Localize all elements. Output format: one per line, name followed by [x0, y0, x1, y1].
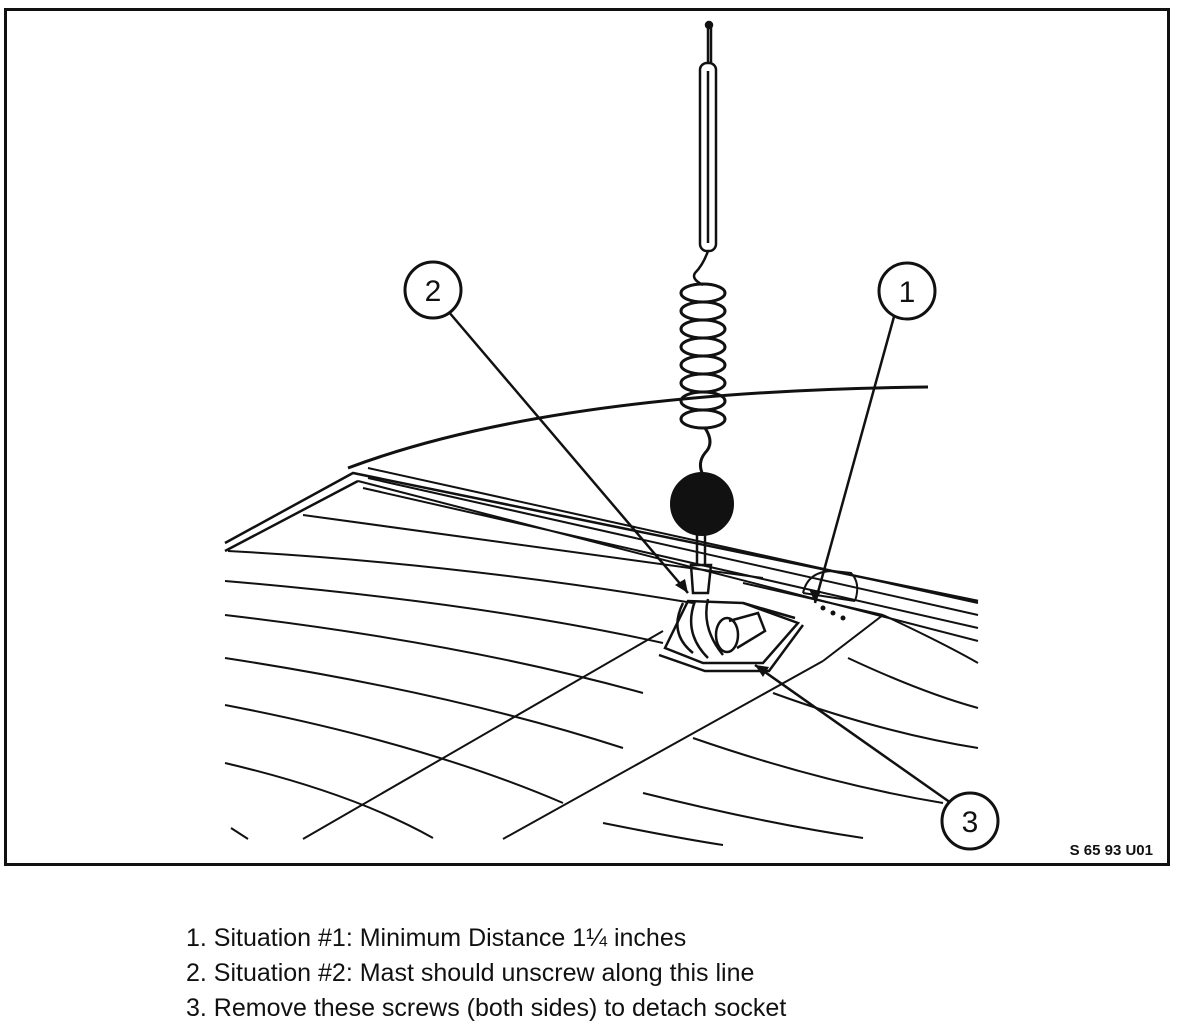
roof-surface-lines	[224, 514, 979, 846]
antenna-mast	[692, 20, 718, 287]
figure-frame: 1 2 3 S 65 93 U01	[4, 8, 1170, 866]
callout-leader-lines	[447, 310, 952, 805]
leader-line-1	[813, 312, 897, 604]
antenna-base	[658, 533, 805, 673]
callout-2: 2	[403, 260, 463, 320]
callout-2-label: 2	[425, 275, 442, 308]
antenna-spring	[679, 282, 727, 476]
antenna-diagram: 1 2 3	[224, 20, 1000, 851]
callout-arrowheads	[675, 579, 821, 677]
legend-item-3: 3. Remove these screws (both sides) to d…	[186, 994, 787, 1022]
callout-1: 1	[877, 261, 937, 321]
screw-marks	[820, 605, 846, 621]
callout-1-label: 1	[899, 276, 916, 309]
legend: 1. Situation #1: Minimum Distance 1¼ inc…	[186, 921, 786, 1026]
callout-3-label: 3	[962, 806, 979, 839]
antenna-ball	[670, 472, 734, 536]
leader-line-2	[447, 310, 689, 594]
leader-line-3	[754, 663, 952, 805]
figure-code: S 65 93 U01	[1069, 842, 1153, 859]
reinforcement-plate	[302, 582, 884, 840]
roof-rail	[357, 467, 979, 642]
callout-3: 3	[940, 791, 1000, 851]
legend-item-1: 1. Situation #1: Minimum Distance 1¼ inc…	[186, 924, 687, 952]
roof-body-outline	[224, 471, 979, 603]
legend-item-2: 2. Situation #2: Mast should unscrew alo…	[186, 959, 755, 987]
roof-edge-line	[347, 385, 929, 470]
